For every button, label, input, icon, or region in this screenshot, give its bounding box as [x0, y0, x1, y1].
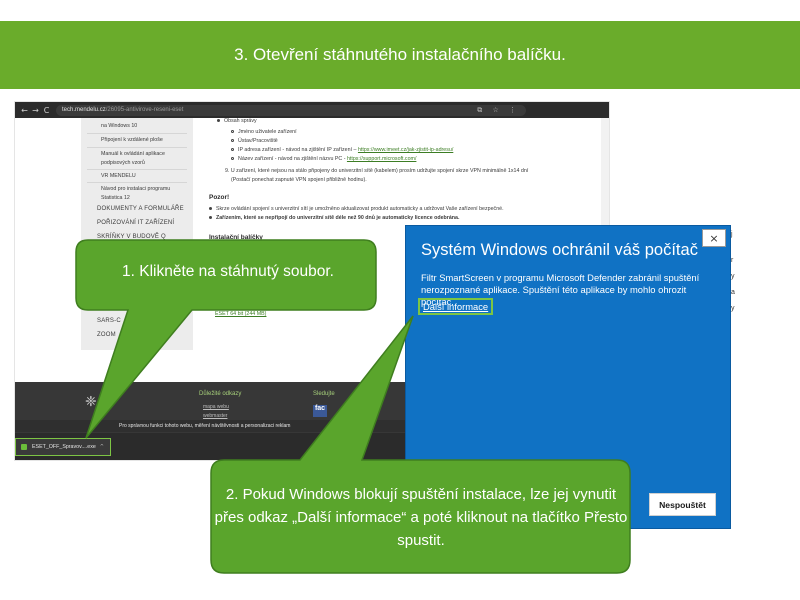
- chevron-up-icon[interactable]: ^: [99, 444, 104, 450]
- sidebar-item[interactable]: Manuál k ovládání aplikace: [101, 151, 165, 157]
- back-icon[interactable]: ←: [21, 105, 28, 115]
- eset-64bit-link[interactable]: ESET 64 bit (244 MB): [215, 311, 267, 317]
- dont-run-button[interactable]: Nespouštět: [649, 493, 716, 516]
- sidebar-section[interactable]: ZOOM: [97, 332, 116, 338]
- url-host: tech.mendelu.cz: [62, 107, 106, 113]
- list-item: Název zařízení - návod na zjištění názvu…: [231, 156, 416, 162]
- file-icon: [21, 444, 27, 450]
- ms-support-link[interactable]: https://support.microsoft.com/: [346, 156, 417, 162]
- facebook-icon[interactable]: fac: [313, 405, 327, 417]
- footer-links-title: Důležité odkazy: [199, 391, 242, 397]
- warning-heading: Pozor!: [209, 194, 230, 201]
- sidebar-item[interactable]: Připojení k vzdálené ploše: [101, 137, 163, 143]
- callout-step2-text: 2. Pokud Windows blokují spuštění instal…: [214, 486, 628, 549]
- sidebar-item[interactable]: VR MENDELU: [101, 173, 136, 179]
- browser-tools-icons[interactable]: ⧉ ☆ ⋮: [477, 105, 520, 114]
- article-content: Obsah správy Jméno uživatele zařízení Ús…: [201, 118, 601, 336]
- list-item: Zařízením, které se nepřipojí do univerz…: [209, 215, 459, 221]
- site-sidebar: na Windows 10 Připojení k vzdálené ploše…: [81, 118, 193, 350]
- sidebar-divider: [87, 133, 187, 134]
- forward-icon[interactable]: →: [32, 105, 39, 115]
- callout-step1-text: 1. Klikněte na stáhnutý soubor.: [122, 263, 334, 280]
- paragraph: (Postačí ponechat zapnuté VPN spojení př…: [231, 177, 367, 183]
- paragraph: 9. U zařízení, které nejsou na stálo při…: [225, 168, 529, 174]
- reload-icon[interactable]: C: [43, 105, 50, 115]
- title-banner: 3. Otevření stáhnutého instalačního balí…: [0, 21, 800, 89]
- sidebar-item[interactable]: na Windows 10: [101, 123, 138, 129]
- address-bar[interactable]: tech.mendelu.cz/26095-antivirove-reseni-…: [56, 104, 526, 116]
- downloaded-file-name: ESET_OFF_Spravov....exe: [32, 444, 96, 450]
- list-item: Skrze ovládání spojení s univerzitní sít…: [209, 206, 504, 212]
- browser-toolbar: ← → C tech.mendelu.cz/26095-antivirove-r…: [15, 102, 609, 118]
- sidebar-section[interactable]: DOKUMENTY A FORMULÁŘE: [97, 206, 184, 212]
- sidebar-section[interactable]: SARS-C: [97, 318, 121, 324]
- dialog-title: Systém Windows ochránil váš počítač: [421, 241, 698, 259]
- sidebar-divider: [87, 147, 187, 148]
- more-info-link[interactable]: Další informace: [418, 298, 494, 315]
- footer-link[interactable]: mapa webu: [203, 404, 229, 410]
- list-item: IP adresa zařízení - návod na zjištění I…: [231, 147, 453, 153]
- footer-link[interactable]: webmaster: [203, 413, 228, 419]
- slide-title: 3. Otevření stáhnutého instalačního balí…: [234, 45, 566, 64]
- list-item: Obsah správy: [217, 118, 257, 124]
- dialog-message: Filtr SmartScreen v programu Microsoft D…: [421, 272, 700, 307]
- ip-help-link[interactable]: https://www.imeet.cz/jak-zjistit-ip-adre…: [357, 147, 454, 153]
- sidebar-item[interactable]: podpisových vzorů: [101, 160, 145, 166]
- sidebar-item[interactable]: Návod pro instalaci programu: [101, 186, 171, 192]
- sidebar-item[interactable]: Statistica 12: [101, 195, 130, 201]
- close-icon[interactable]: ×: [702, 229, 726, 247]
- packages-heading: Instalační balíčky: [209, 234, 263, 241]
- url-path: /26095-antivirove-reseni-eset: [105, 107, 184, 113]
- sidebar-section[interactable]: TESTOVÁ: [97, 306, 127, 312]
- sidebar-section[interactable]: SKRÍŇKY V BUDOVĚ Q: [97, 234, 166, 240]
- mendelu-logo-icon: ❈: [85, 394, 97, 410]
- list-item: Jméno uživatele zařízení: [231, 129, 297, 135]
- sidebar-divider: [87, 169, 187, 170]
- sidebar-section[interactable]: POŘIZOVÁNÍ IT ZAŘÍZENÍ: [97, 220, 175, 226]
- sidebar-divider: [87, 182, 187, 183]
- downloaded-file-item[interactable]: ESET_OFF_Spravov....exe ^: [15, 438, 111, 456]
- footer-follow-title: Sledujte: [313, 391, 335, 397]
- list-item: Ústav/Pracoviště: [231, 138, 278, 144]
